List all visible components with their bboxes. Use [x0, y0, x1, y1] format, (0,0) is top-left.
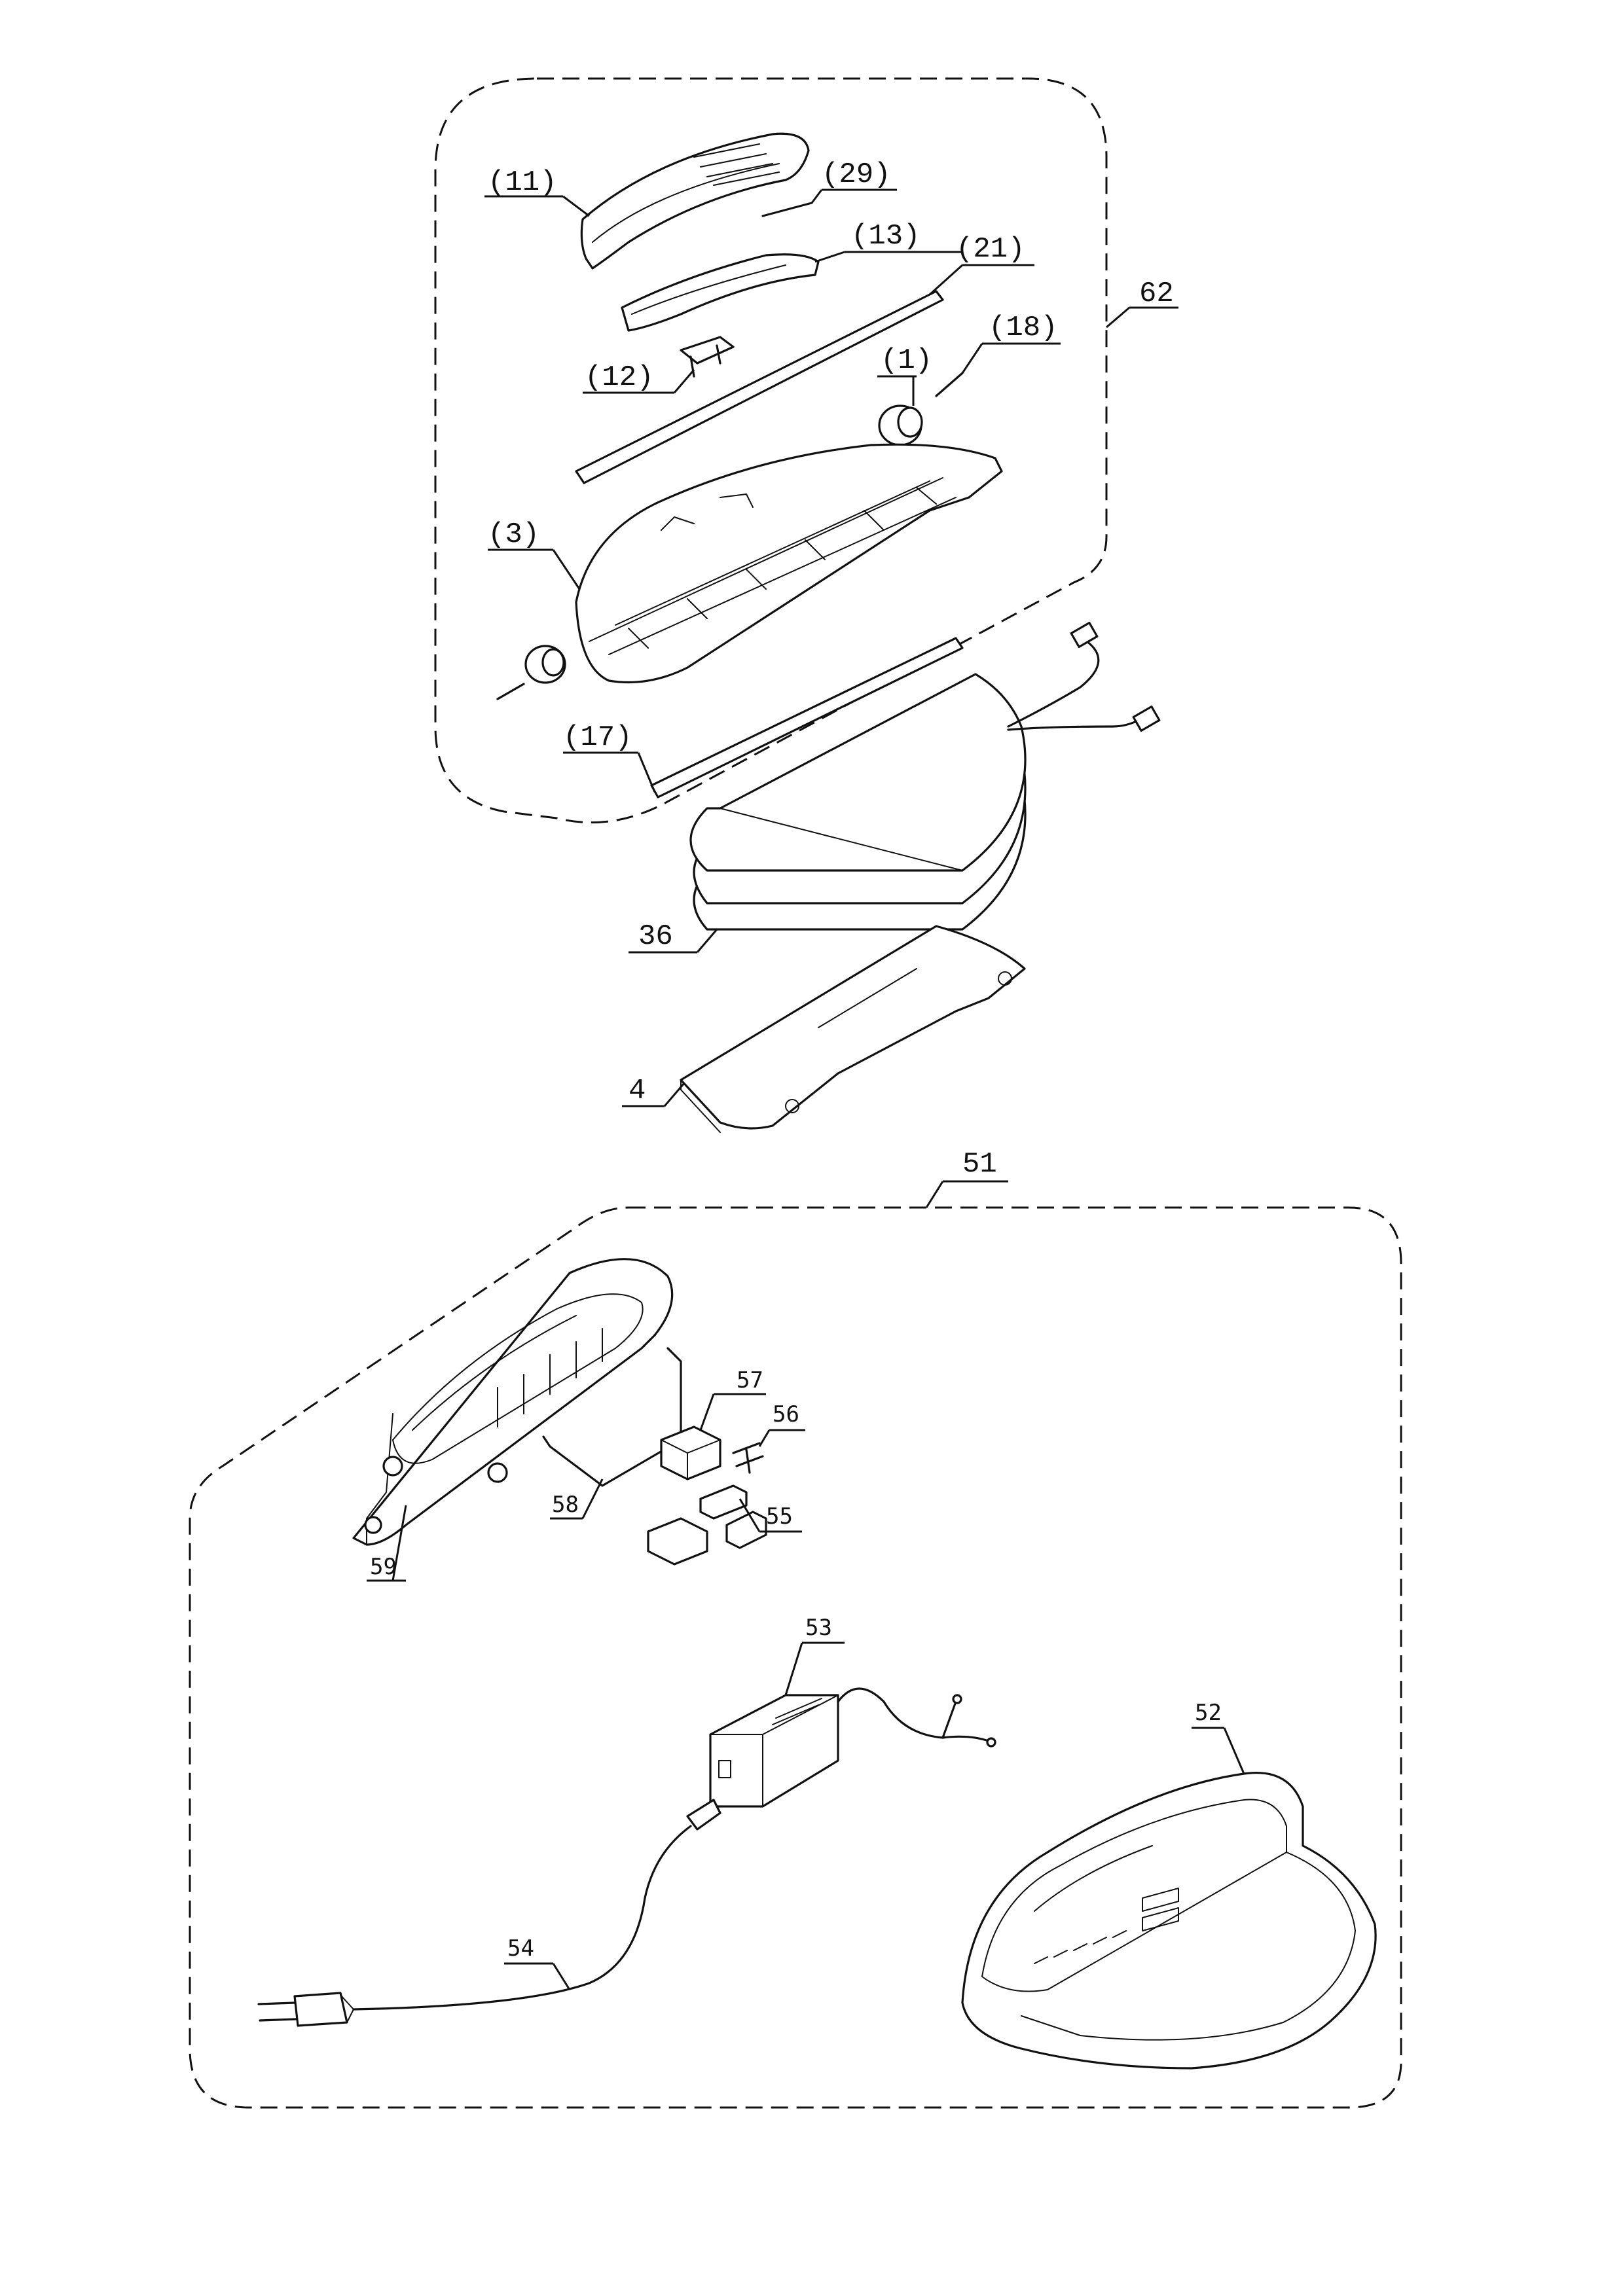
- part-55-contact-terminals: [647, 1484, 767, 1566]
- part-53-adapter: [709, 1687, 996, 1808]
- callout-12: (12): [585, 361, 654, 394]
- callout-13: (13): [851, 220, 921, 253]
- part-21-strip: [575, 290, 944, 484]
- callout-21: (21): [956, 233, 1025, 266]
- callout-52: 52: [1195, 1700, 1222, 1726]
- part-36-battery-pack: [689, 673, 1027, 931]
- part-52-charging-base: [961, 1772, 1377, 2070]
- part-17-bottom-strip: [650, 637, 964, 798]
- part-29-pin: [761, 202, 813, 217]
- callout-58: 58: [552, 1492, 579, 1518]
- callout-53: 53: [805, 1615, 832, 1641]
- callout-18: (18): [989, 312, 1058, 344]
- part-57-contact-block: [660, 1426, 721, 1480]
- callout-57: 57: [737, 1367, 763, 1393]
- callout-3: (3): [488, 518, 539, 551]
- part-1-roller: [878, 404, 923, 446]
- part-3-brush-housing: [575, 443, 1003, 684]
- part-4-circuit-board: [680, 925, 1026, 1133]
- callout-36: 36: [638, 920, 673, 953]
- part-58-wire-spring: [542, 1347, 682, 1487]
- part-roller-left: [496, 645, 566, 700]
- part-59-handle-housing: [352, 1258, 674, 1546]
- part-12-clip: [680, 336, 735, 378]
- part-56-screws: [732, 1442, 764, 1474]
- callout-11: (11): [488, 166, 557, 199]
- part-13-slider: [621, 253, 820, 332]
- callout-55: 55: [766, 1503, 793, 1530]
- callout-1: (1): [881, 344, 932, 377]
- callout-54: 54: [507, 1935, 534, 1962]
- group-62-boundary: [434, 77, 1108, 824]
- callout-29: (29): [822, 158, 891, 191]
- callout-59: 59: [370, 1554, 397, 1580]
- callout-4: 4: [629, 1075, 646, 1107]
- callout-17: (17): [563, 721, 632, 754]
- group-62-label: 62: [1139, 278, 1174, 310]
- battery-wire-harness: [1007, 622, 1161, 732]
- group-51-label: 51: [962, 1148, 997, 1181]
- part-54-power-cord: [257, 1799, 721, 2027]
- callout-56: 56: [773, 1401, 799, 1427]
- part-18-axle-pin: [935, 372, 964, 397]
- part-11-top-cover: [580, 132, 810, 270]
- group-51-boundary: [189, 1206, 1402, 2109]
